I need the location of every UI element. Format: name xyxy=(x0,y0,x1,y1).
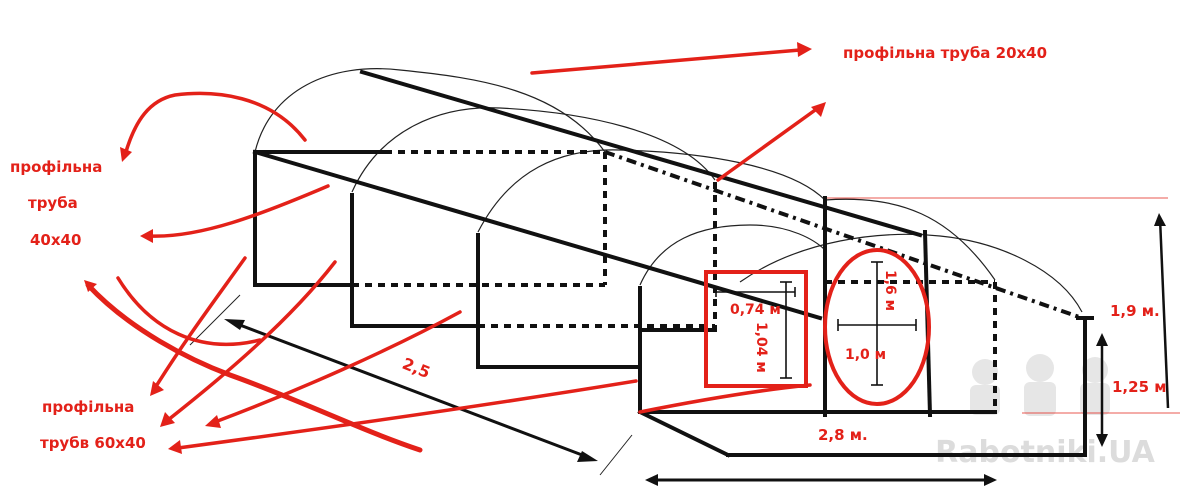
label-pipe-40x40-line3: 40х40 xyxy=(30,231,81,249)
label-length: 2,5 xyxy=(400,354,433,382)
label-door-width: 1,0 м xyxy=(845,347,886,363)
label-pipe-60x40-line1: профільна xyxy=(42,398,134,416)
vent-dimensions xyxy=(715,281,796,379)
arch-1 xyxy=(254,68,606,153)
watermark-logo xyxy=(970,354,1110,416)
frame-hidden xyxy=(352,150,1083,412)
frame-solid xyxy=(252,69,1094,458)
label-pipe-60x40-line2: трубв 60х40 xyxy=(40,434,146,452)
side-rail xyxy=(252,149,823,321)
door xyxy=(823,248,931,406)
label-width: 2,8 м. xyxy=(818,426,868,444)
annotations: профільна труба 20х40 профільна труба 40… xyxy=(10,44,1167,452)
length-dimension xyxy=(231,320,591,460)
pointer-arrows xyxy=(85,48,820,453)
vent-window xyxy=(704,270,808,388)
label-vent-width: 0,74 м xyxy=(730,302,781,318)
arch-3 xyxy=(477,149,826,233)
arch-front xyxy=(739,233,1083,313)
label-door-height: 1,6 м xyxy=(882,270,898,311)
dimension-arrows xyxy=(224,213,1170,486)
pointer-arrowheads xyxy=(84,42,826,454)
door-dimensions xyxy=(837,261,917,386)
label-pipe-20x40: профільна труба 20х40 xyxy=(843,44,1047,62)
arch-4 xyxy=(639,224,826,286)
door-outline xyxy=(823,248,931,406)
watermark: Rabotniki.UA xyxy=(935,354,1156,470)
watermark-text: Rabotniki.UA xyxy=(935,435,1155,470)
arch-2 xyxy=(351,107,716,193)
label-vent-height: 1,04 м xyxy=(753,322,769,373)
ridge-pipe xyxy=(359,69,923,238)
vent-frame xyxy=(704,270,808,388)
label-height-wall: 1,25 м xyxy=(1112,378,1167,396)
arch-5 xyxy=(824,198,996,281)
height-total-dimension xyxy=(1158,217,1170,409)
label-pipe-40x40-line2: труба xyxy=(28,194,78,212)
label-height-total: 1,9 м. xyxy=(1110,302,1160,320)
label-pipe-40x40-line1: профільна xyxy=(10,158,102,176)
roof-arches xyxy=(254,68,1083,313)
